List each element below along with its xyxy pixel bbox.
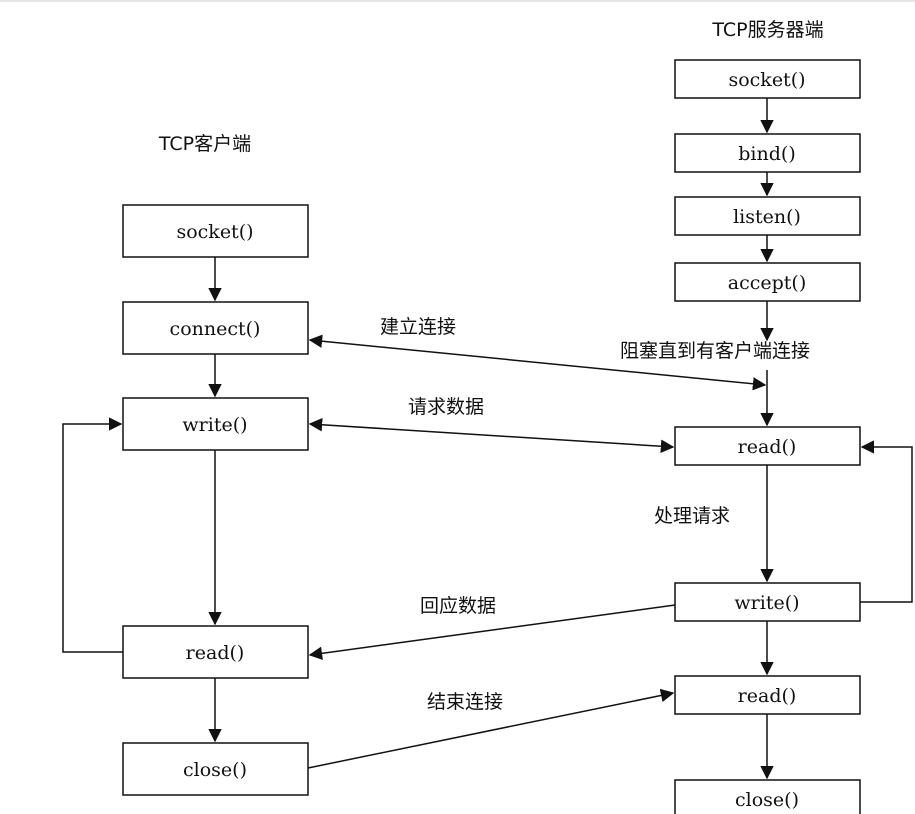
server-socket-box: socket(): [674, 59, 861, 99]
response-data-arrow: [308, 604, 676, 661]
server-bind-label: bind(): [738, 143, 795, 165]
block-label: 阻塞直到有客户端连接: [620, 340, 810, 362]
server-loop-arrow: [860, 440, 913, 603]
server-accept-box: accept(): [674, 262, 861, 302]
server-write-box: write(): [674, 582, 861, 622]
client-write-box: write(): [122, 397, 309, 451]
server-close-box: close(): [674, 779, 861, 814]
server-read-label: read(): [738, 436, 797, 458]
server-listen-box: listen(): [674, 196, 861, 236]
request-label: 请求数据: [408, 396, 484, 418]
server-write-label: write(): [734, 592, 799, 614]
server-title: TCP服务器端: [711, 19, 823, 41]
server-read-box: read(): [674, 426, 861, 466]
client-read-label: read(): [186, 642, 245, 664]
server-read2-label: read(): [738, 685, 797, 707]
process-label: 处理请求: [654, 505, 730, 527]
server-accept-label: accept(): [728, 272, 806, 294]
establish-connection-arrow: [308, 334, 767, 391]
client-write-label: write(): [182, 414, 247, 436]
client-socket-box: socket(): [122, 204, 309, 258]
server-read2-box: read(): [674, 675, 861, 715]
client-connect-box: connect(): [122, 301, 309, 355]
server-close-label: close(): [735, 789, 799, 811]
client-loop-arrow: [62, 417, 123, 653]
client-connect-label: connect(): [170, 318, 261, 340]
request-data-arrow: [308, 418, 675, 453]
end-label: 结束连接: [427, 691, 503, 713]
establish-label: 建立连接: [380, 316, 456, 338]
response-label: 回应数据: [420, 595, 496, 617]
client-read-box: read(): [122, 625, 309, 679]
client-close-label: close(): [183, 759, 247, 781]
server-listen-label: listen(): [733, 206, 801, 228]
client-socket-label: socket(): [176, 221, 253, 243]
end-connection-arrow: [307, 688, 675, 769]
server-bind-box: bind(): [674, 133, 861, 173]
server-socket-label: socket(): [728, 69, 805, 91]
client-title: TCP客户端: [158, 133, 251, 155]
client-close-box: close(): [122, 742, 309, 796]
